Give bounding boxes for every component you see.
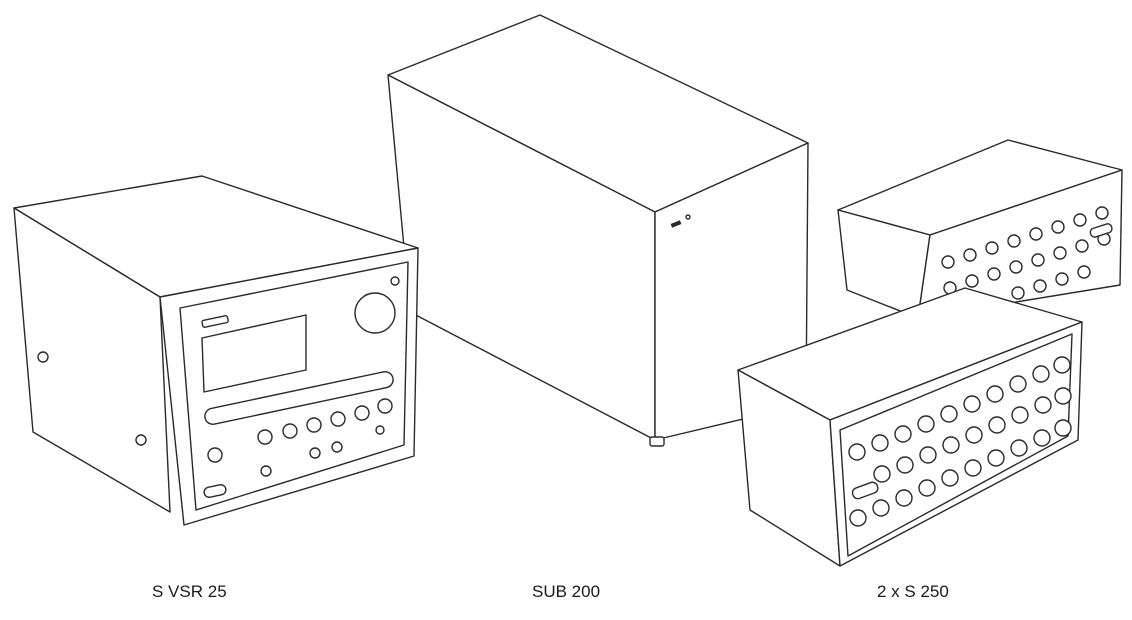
- receiver-knob-a-icon: [309, 447, 321, 459]
- receiver-disc-slot: [204, 371, 394, 425]
- subwoofer-label: SUB 200: [532, 582, 601, 601]
- receiver-display: [201, 314, 307, 393]
- receiver-label: S VSR 25: [152, 582, 227, 601]
- receiver-usb-port-icon: [203, 484, 227, 498]
- receiver-volume-knob-icon: [354, 292, 396, 334]
- receiver-side-screw-top-icon: [37, 351, 49, 363]
- receiver-small-led-icon: [390, 276, 400, 286]
- receiver-pause-button-icon: [282, 423, 298, 439]
- receiver-play-button-icon: [257, 429, 273, 445]
- receiver-power-button-icon: [207, 447, 223, 463]
- speaker-back-drawing: [837, 139, 1123, 319]
- receiver-knob-b-icon: [331, 441, 343, 453]
- receiver-stop-button-icon: [354, 405, 370, 421]
- receiver-next-button-icon: [330, 411, 346, 427]
- receiver-front-panel: [179, 261, 409, 511]
- speakers-label: 2 x S 250: [877, 582, 949, 601]
- receiver-source-button-icon: [375, 425, 385, 435]
- speaker-front-drawing: [737, 287, 1083, 567]
- subwoofer-logo-icon: [670, 220, 682, 228]
- receiver-side-screw-bottom-icon: [135, 434, 147, 446]
- receiver-eject-button-icon: [377, 398, 393, 414]
- speaker-front-logo-icon: [851, 481, 879, 500]
- receiver-headphone-jack-icon: [260, 465, 272, 477]
- receiver-drawing: [13, 175, 419, 526]
- receiver-prev-button-icon: [306, 417, 322, 433]
- subwoofer-foot: [649, 436, 665, 447]
- receiver-logo-icon: [201, 315, 229, 328]
- receiver-side: [13, 207, 171, 513]
- speaker-back-logo-icon: [1089, 223, 1113, 238]
- subwoofer-led-icon: [685, 214, 691, 220]
